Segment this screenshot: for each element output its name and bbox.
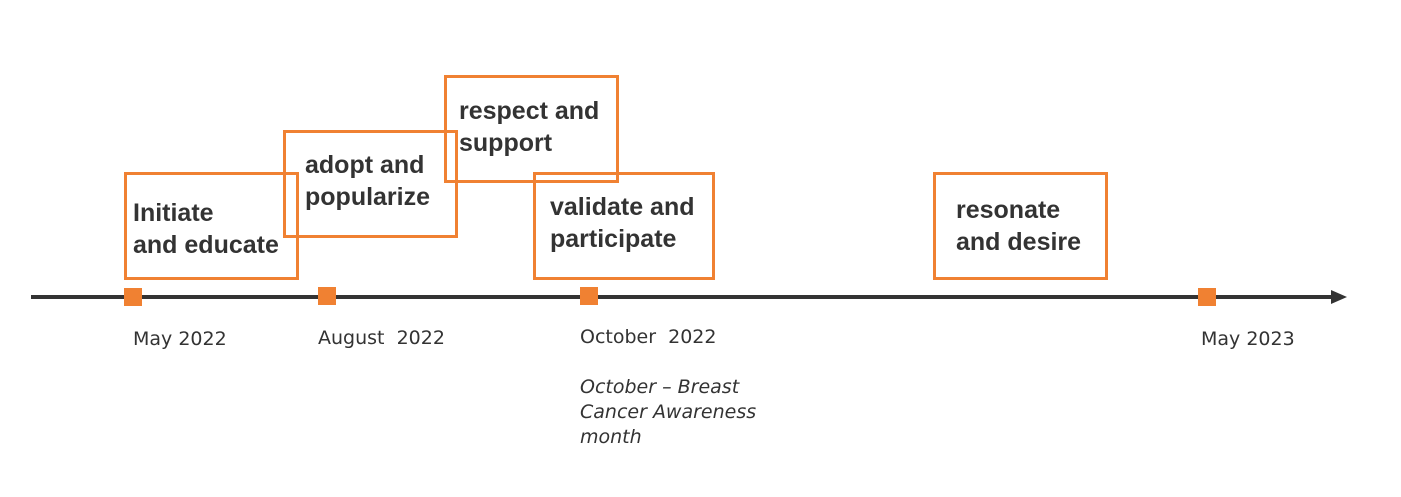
milestone-marker (318, 287, 336, 305)
date-label-may-2022: May 2022 (133, 328, 227, 350)
timeline-axis (31, 295, 1331, 299)
arrow-right-icon (1331, 290, 1347, 304)
stage-box (933, 172, 1108, 280)
stage-box (124, 172, 299, 280)
stage-label-adopt: adopt and popularize (305, 151, 431, 211)
stage-box (283, 130, 458, 238)
stage-label-resonate: resonate and desire (956, 196, 1082, 256)
milestone-marker (1198, 288, 1216, 306)
date-label-august-2022: August 2022 (318, 327, 445, 349)
stage-box (533, 172, 715, 280)
october-note: October – Breast Cancer Awareness month (580, 376, 757, 448)
stage-label-initiate: Initiate and educate (133, 199, 279, 259)
date-label-october-2022: October 2022 (580, 326, 717, 348)
stage-label-validate: validate and participate (550, 193, 695, 253)
stage-box (444, 75, 619, 183)
stage-label-respect: respect and support (459, 97, 600, 157)
milestone-marker (580, 287, 598, 305)
milestone-marker (124, 288, 142, 306)
date-label-may-2023: May 2023 (1201, 328, 1295, 350)
